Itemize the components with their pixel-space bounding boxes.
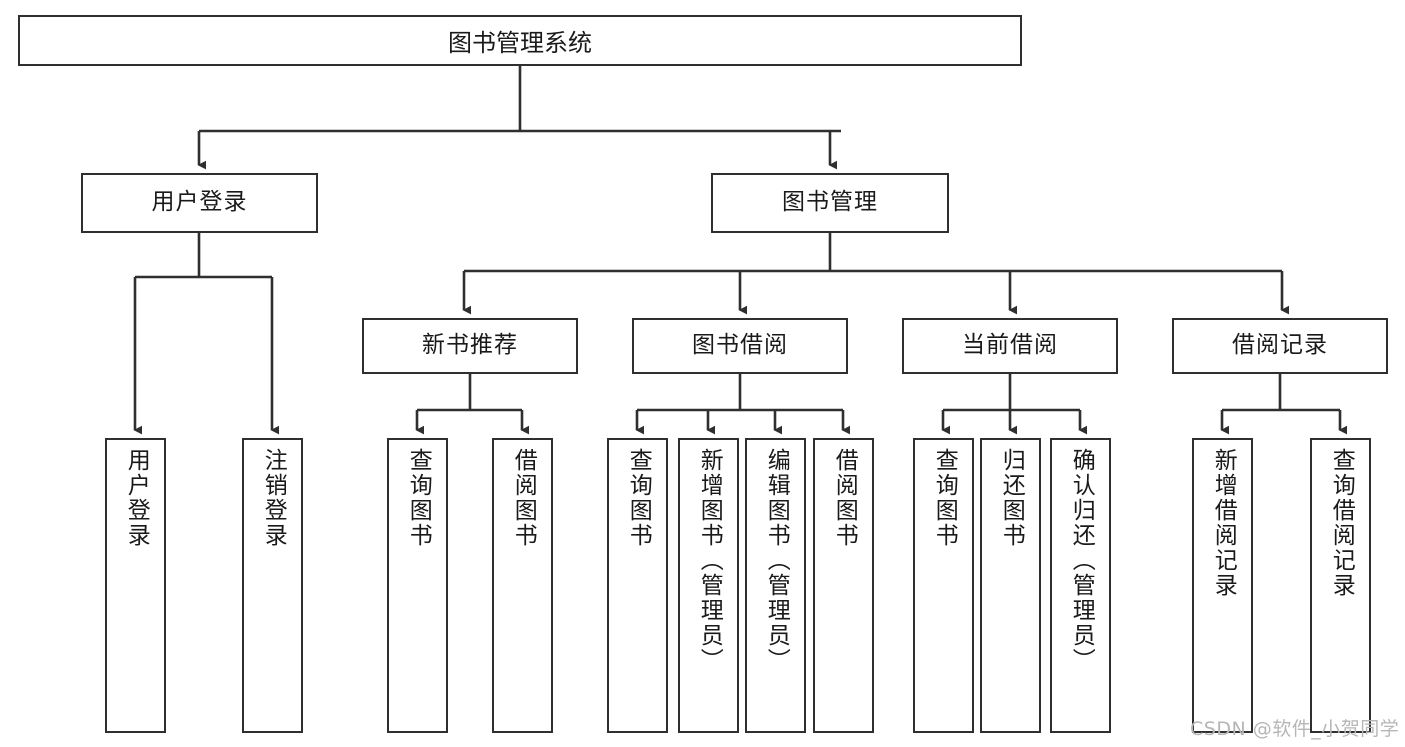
node-book-management[interactable]: 图书管理 — [711, 173, 949, 233]
node-label: 新书推荐 — [422, 332, 518, 359]
node-current-borrow[interactable]: 当前借阅 — [902, 318, 1118, 374]
node-label: 编辑图书（管理员） — [763, 448, 790, 673]
node-label: 用户登录 — [123, 448, 150, 548]
node-label: 归还图书 — [998, 448, 1025, 548]
leaf-new-book-query[interactable]: 查询图书 — [387, 438, 448, 733]
node-label: 注销登录 — [260, 448, 287, 548]
leaf-book-borrow-edit[interactable]: 编辑图书（管理员） — [745, 438, 806, 733]
leaf-current-borrow-query[interactable]: 查询图书 — [913, 438, 974, 733]
leaf-current-borrow-confirm-return[interactable]: 确认归还（管理员） — [1050, 438, 1111, 733]
node-label: 新增借阅记录 — [1210, 448, 1237, 598]
leaf-book-borrow-borrow[interactable]: 借阅图书 — [813, 438, 874, 733]
node-label: 图书借阅 — [692, 332, 788, 359]
node-label: 确认归还（管理员） — [1068, 448, 1095, 673]
node-label: 查询图书 — [625, 448, 652, 548]
node-label: 图书管理 — [782, 189, 878, 216]
leaf-book-borrow-add[interactable]: 新增图书（管理员） — [678, 438, 739, 733]
node-user-login[interactable]: 用户登录 — [81, 173, 318, 233]
node-system-root[interactable]: 图书管理系统 — [18, 15, 1022, 66]
node-label: 查询图书 — [405, 448, 432, 548]
node-label: 用户登录 — [151, 189, 248, 216]
leaf-borrow-record-query[interactable]: 查询借阅记录 — [1310, 438, 1371, 733]
node-label: 查询图书 — [931, 448, 958, 548]
leaf-borrow-record-add[interactable]: 新增借阅记录 — [1192, 438, 1253, 733]
node-book-borrow[interactable]: 图书借阅 — [632, 318, 848, 374]
leaf-user-login-logout[interactable]: 注销登录 — [242, 438, 303, 733]
node-label: 借阅图书 — [831, 448, 858, 548]
node-label: 图书管理系统 — [448, 29, 592, 57]
node-label: 借阅记录 — [1232, 332, 1328, 359]
node-label: 新增图书（管理员） — [696, 448, 723, 673]
node-label: 当前借阅 — [962, 332, 1058, 359]
leaf-new-book-borrow[interactable]: 借阅图书 — [492, 438, 553, 733]
node-borrow-record[interactable]: 借阅记录 — [1172, 318, 1388, 374]
watermark-csdn: CSDN @软件_小贺同学 — [1190, 718, 1400, 740]
node-label: 借阅图书 — [510, 448, 537, 548]
node-label: 查询借阅记录 — [1328, 448, 1355, 598]
node-new-book-recommend[interactable]: 新书推荐 — [362, 318, 578, 374]
leaf-user-login-login[interactable]: 用户登录 — [105, 438, 166, 733]
leaf-book-borrow-query[interactable]: 查询图书 — [607, 438, 668, 733]
leaf-current-borrow-return[interactable]: 归还图书 — [980, 438, 1041, 733]
